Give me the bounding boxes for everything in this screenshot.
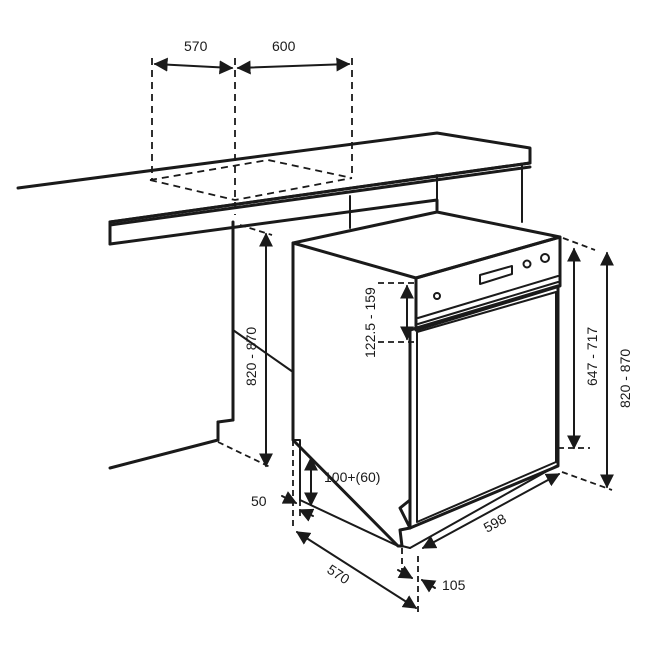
panel-height-label: 122.5 - 159: [362, 287, 378, 358]
total-height-dimension: [561, 251, 614, 491]
display-icon: [479, 265, 513, 285]
power-button-icon: [522, 259, 532, 269]
top-width-dimensions: [153, 57, 351, 75]
door-offset-dimension: [397, 556, 437, 612]
door-offset-label: 105: [442, 577, 466, 593]
plinth-depth-dimension: [281, 440, 315, 530]
niche-outline: [149, 58, 353, 215]
dishwasher-door: [398, 284, 560, 549]
countertop: [16, 131, 532, 246]
top-right-width-label: 600: [272, 38, 296, 54]
door-height-label: 647 - 717: [584, 327, 600, 386]
program-button-icon: [540, 253, 550, 263]
niche-height-label: 820 - 870: [243, 327, 259, 386]
door-height-dimension: [558, 237, 596, 450]
total-height-label: 820 - 870: [617, 349, 633, 408]
knob-icon: [433, 292, 441, 300]
plinth-depth-label: 50: [251, 493, 267, 509]
top-left-width-label: 570: [184, 38, 208, 54]
niche-height-dimension: [217, 224, 273, 468]
unit-width-dimension: [421, 473, 561, 549]
plinth-height-label: 100+(60): [324, 469, 380, 485]
control-panel: [414, 235, 562, 332]
panel-height-dimension: [378, 282, 416, 343]
